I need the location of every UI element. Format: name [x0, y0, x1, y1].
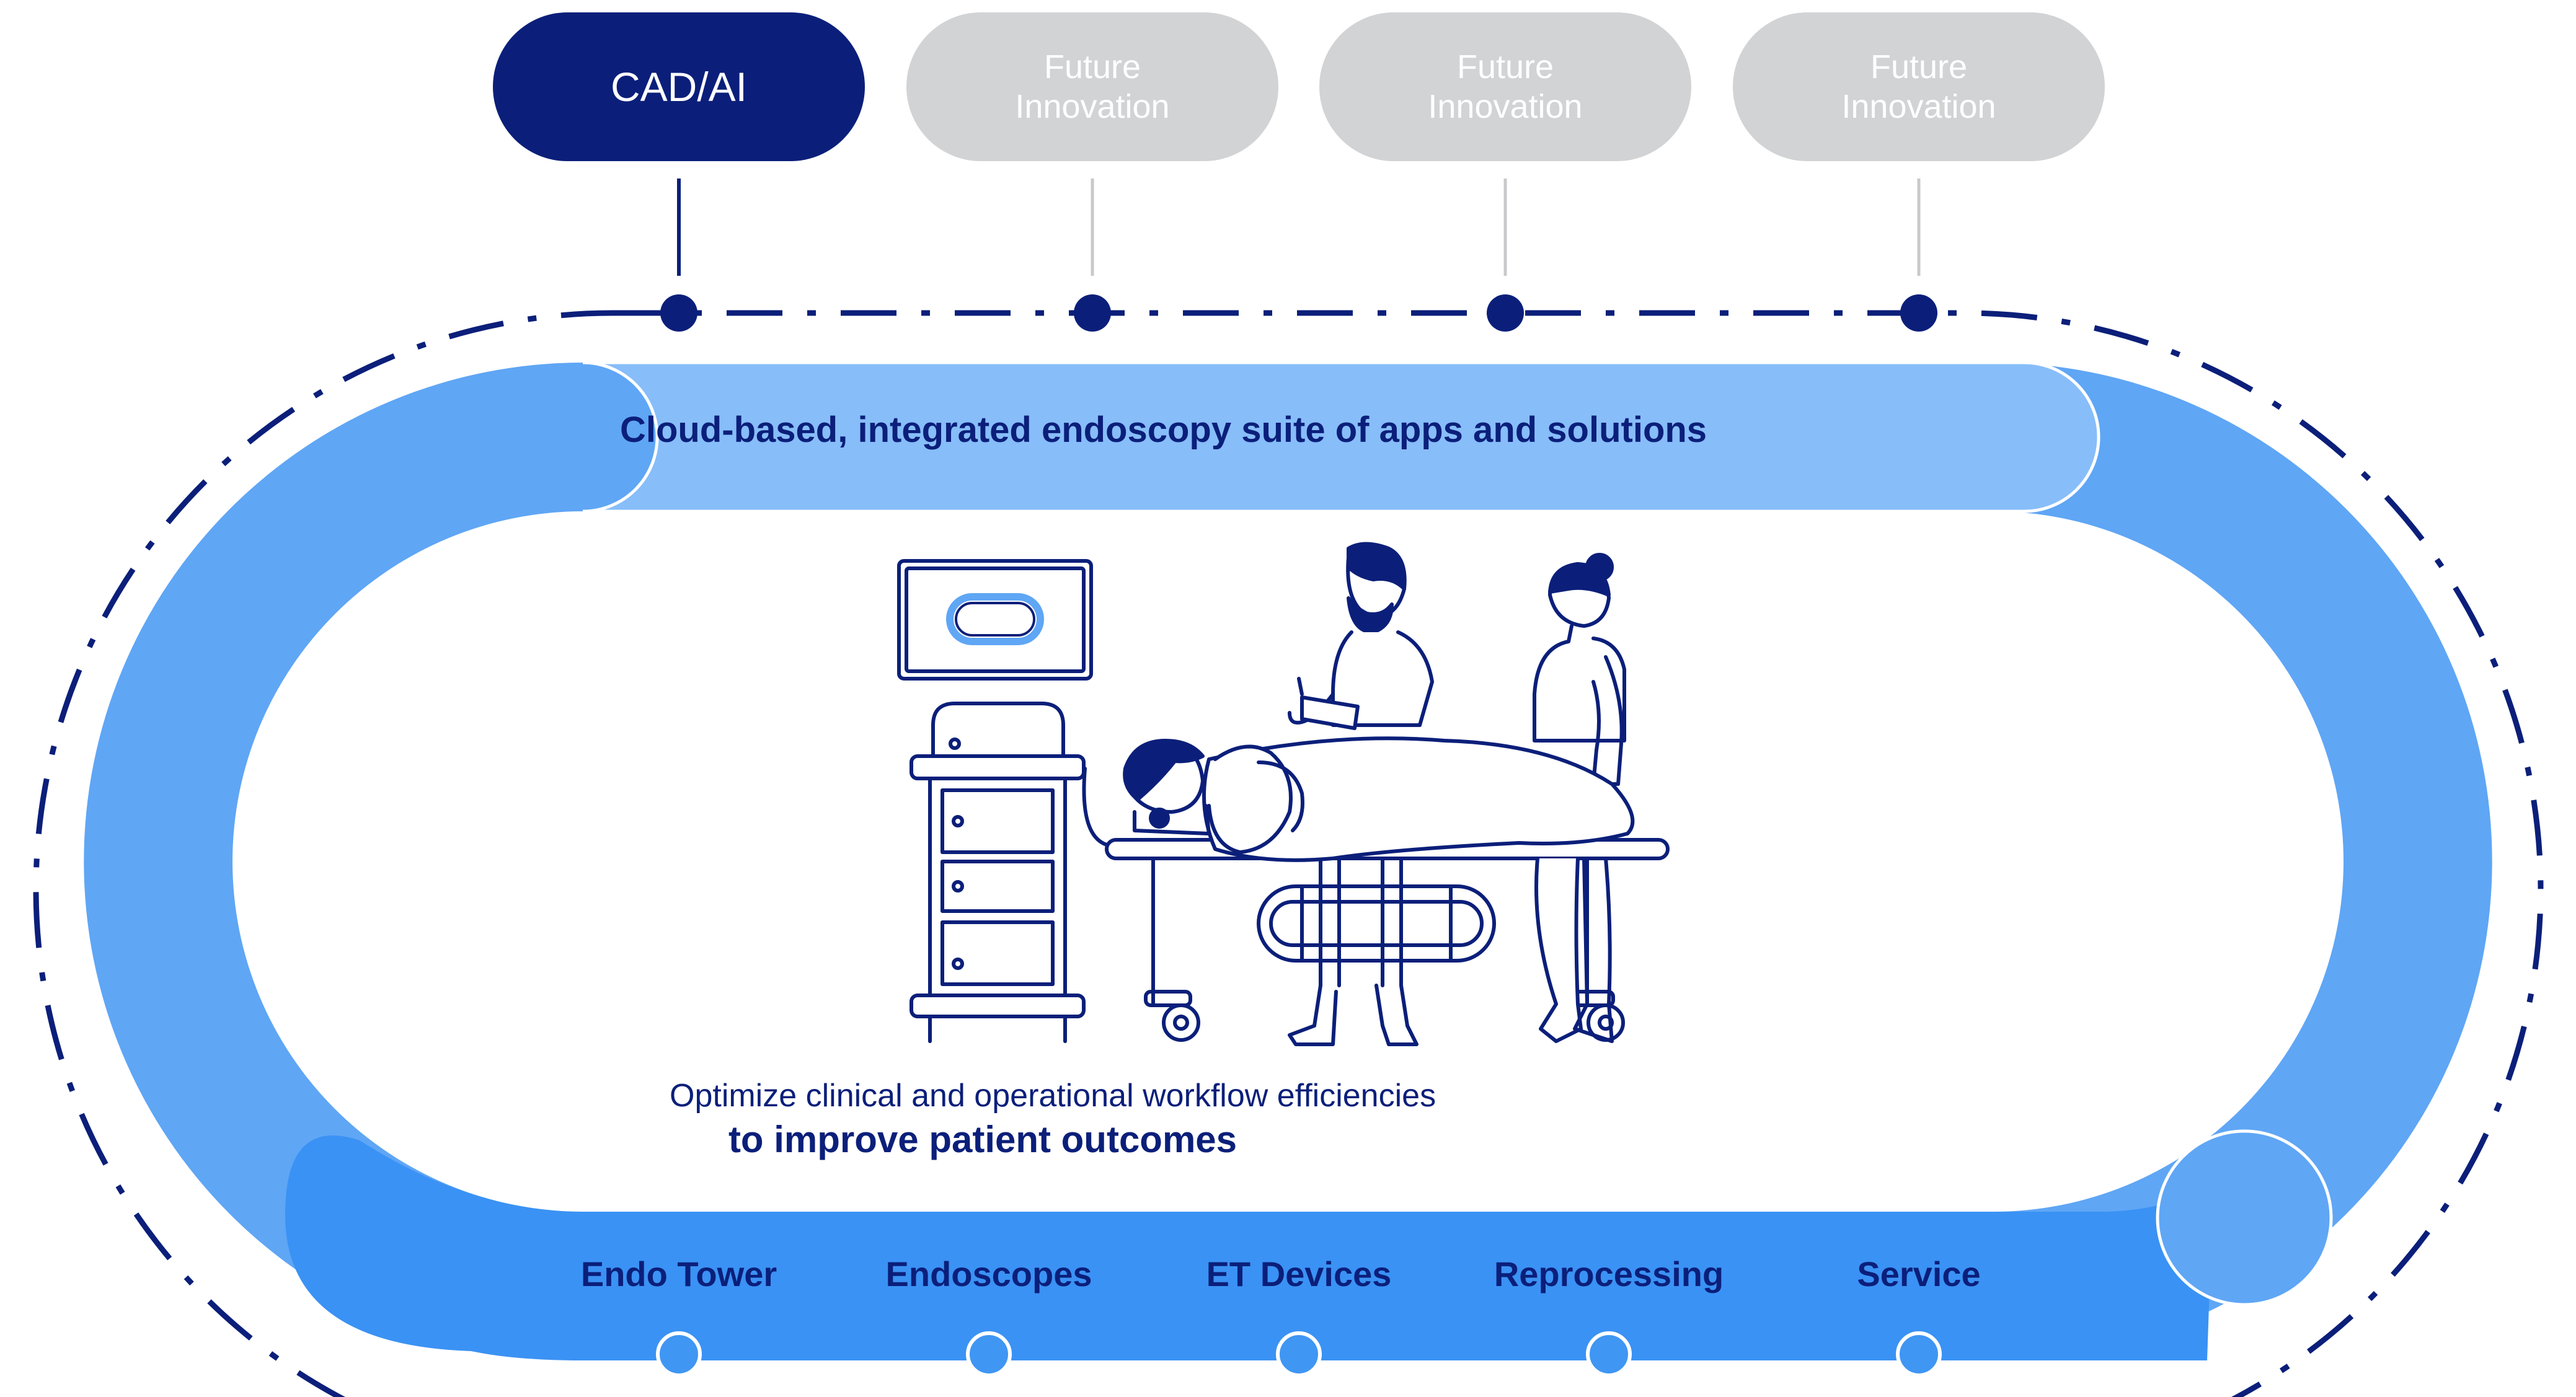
stage-pill-label-line1: Future	[1870, 48, 1968, 86]
hospital-bed-icon	[1105, 838, 1670, 1042]
stage-pill-label-line1: Future	[1456, 48, 1554, 86]
stage-pill-label-line1: Future	[1043, 48, 1141, 86]
stage-pill-label-line2: Innovation	[1015, 88, 1170, 125]
suite-band-label: Cloud-based, integrated endoscopy suite …	[620, 410, 1707, 450]
tagline-line2: to improve patient outcomes	[728, 1119, 1237, 1160]
endoscopy-procedure-illustration	[897, 542, 1670, 1046]
foundation-node-dot	[1896, 1331, 1942, 1377]
foundation-node-dot	[1586, 1331, 1632, 1377]
foundation-label-endoscopes: Endoscopes	[885, 1254, 1092, 1293]
foundation-label-reprocessing: Reprocessing	[1494, 1254, 1724, 1293]
endoscopy-tower-icon	[910, 702, 1115, 1043]
foundation-node-dot	[656, 1331, 702, 1377]
stage-pill-future-innovation: Future Innovation	[1319, 12, 1691, 161]
stage-pill-cad-ai: CAD/AI	[493, 12, 865, 161]
stage-pill-label: CAD/AI	[610, 64, 748, 110]
stage-node-dot	[1900, 294, 1937, 332]
nurse-figure-icon	[1533, 553, 1626, 1043]
suite-band	[582, 361, 2100, 513]
patient-figure-icon	[1123, 736, 1635, 862]
stage-pill-future-innovation: Future Innovation	[1733, 12, 2105, 161]
stage-pill-label-line2: Innovation	[1841, 88, 1996, 125]
foundation-node-dot	[966, 1331, 1012, 1377]
ring-right-bulge	[2156, 1129, 2333, 1307]
stage-node-dot	[1074, 294, 1111, 332]
stage-pill-future-innovation: Future Innovation	[906, 12, 1278, 161]
stage-pill-label-line2: Innovation	[1428, 88, 1583, 125]
foundation-band	[285, 1135, 2213, 1360]
tagline-line1: Optimize clinical and operational workfl…	[670, 1078, 1436, 1114]
doctor-figure-icon	[1288, 542, 1434, 1046]
foundation-label-et-devices: ET Devices	[1206, 1254, 1392, 1293]
foundation-node-dot	[1276, 1331, 1322, 1377]
foundation-label-service: Service	[1857, 1254, 1981, 1293]
stage-node-dot	[1487, 294, 1524, 332]
foundation-label-endo-tower: Endo Tower	[580, 1254, 777, 1293]
monitor-icon	[897, 559, 1093, 681]
stage-node-dot	[660, 294, 697, 332]
